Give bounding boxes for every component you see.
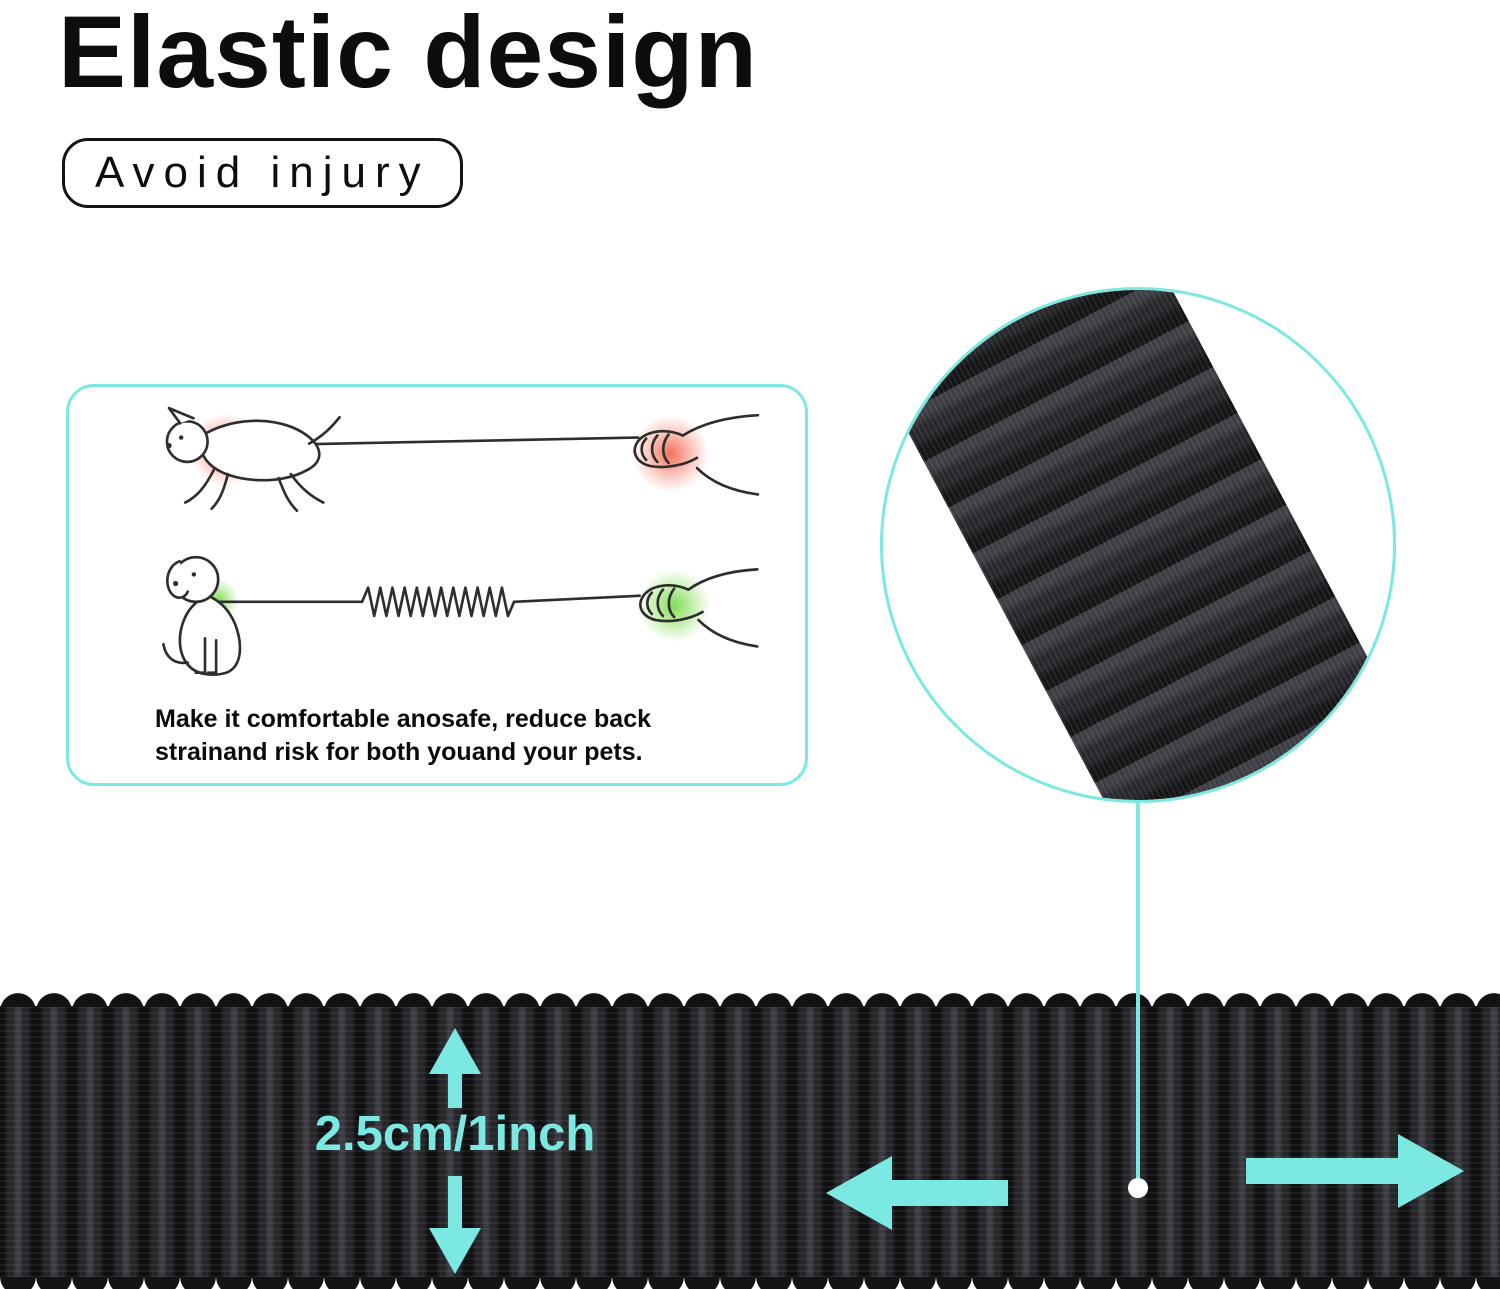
fabric-zoom-circle bbox=[880, 287, 1396, 803]
hand-strain-glow-icon bbox=[632, 415, 710, 493]
page-title: Elastic design bbox=[58, 0, 758, 109]
taut-leash-illustration bbox=[165, 406, 760, 512]
running-dog-icon bbox=[165, 406, 341, 512]
pulling-hand-icon bbox=[633, 413, 760, 496]
fabric-texture-closeup bbox=[883, 290, 1393, 800]
relaxed-hand-icon bbox=[639, 568, 759, 648]
height-measure-arrow-down bbox=[427, 1176, 483, 1274]
spring-coil-icon bbox=[360, 586, 516, 618]
stretch-arrow-left bbox=[826, 1156, 1008, 1230]
leash-line-right bbox=[512, 594, 642, 604]
callout-dot-icon bbox=[1128, 1178, 1148, 1198]
arrow-left-icon bbox=[826, 1156, 1008, 1230]
avoid-injury-label: Avoid injury bbox=[95, 148, 430, 197]
arrow-up-icon bbox=[429, 1028, 481, 1108]
sitting-dog-icon bbox=[162, 555, 242, 676]
panel-caption: Make it comfortable anosafe, reduce back… bbox=[155, 705, 652, 766]
callout-line bbox=[1136, 798, 1140, 1190]
height-measure-arrow-up bbox=[427, 1028, 483, 1108]
arrow-right-icon bbox=[1246, 1134, 1464, 1208]
arrow-down-icon bbox=[429, 1176, 481, 1274]
comparison-panel: Make it comfortable anosafe, reduce back… bbox=[66, 384, 808, 786]
stretch-arrow-right bbox=[1246, 1134, 1464, 1208]
spring-leash-illustration bbox=[162, 555, 759, 676]
leash-fabric-band bbox=[0, 993, 1500, 1289]
width-measurement-label: 2.5cm/1inch bbox=[314, 1107, 596, 1161]
avoid-injury-badge: Avoid injury bbox=[62, 138, 463, 208]
